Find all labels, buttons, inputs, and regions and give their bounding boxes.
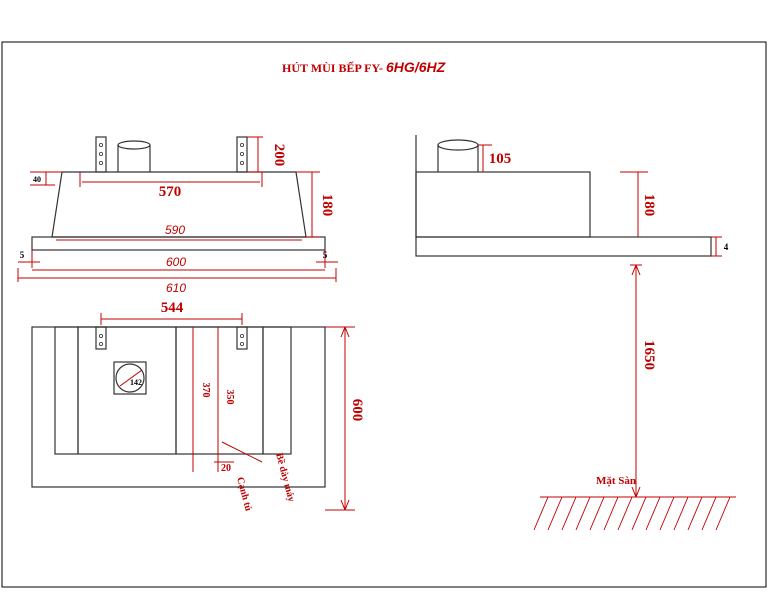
dim-arrow-600-bottom (340, 499, 350, 511)
floor-hatch-line (701, 496, 717, 531)
dim-line-4 (711, 236, 722, 257)
dim-side-180: 180 (641, 194, 657, 217)
bottom-right-bracket (236, 326, 248, 350)
thickness-label: Bề dày máy (273, 452, 297, 503)
bottom-plate (31, 236, 326, 251)
left-bracket-hole (99, 151, 104, 156)
floor-hatch-line (659, 496, 675, 531)
duct-hole-circle (115, 363, 145, 393)
dim-20: 20 (221, 463, 231, 474)
floor-hatch-line (533, 496, 549, 531)
floor-label: Mặt Sàn (596, 475, 636, 487)
dim-line-570 (79, 172, 263, 187)
dim-200: 200 (271, 144, 287, 167)
title-prefix: HÚT MÙI BẾP FY- (282, 60, 383, 75)
side-duct-top (437, 139, 479, 151)
filter-right (262, 326, 292, 455)
duct-hole-square (113, 361, 147, 395)
dim-line-180 (296, 171, 320, 238)
dim-1650: 1650 (641, 340, 657, 370)
dim-40: 40 (33, 175, 41, 184)
dim-arrow-1650-bottom (631, 486, 641, 498)
right-bracket (236, 136, 248, 173)
dim-left-5: 5 (20, 250, 25, 260)
floor-hatch-line (575, 496, 591, 531)
drawing-frame (1, 41, 767, 588)
dim-line-200 (247, 136, 263, 173)
dim-570: 570 (159, 184, 182, 200)
floor-hatch-line (687, 496, 703, 531)
dim-590: 590 (165, 223, 185, 237)
dim-line-105 (478, 144, 492, 172)
dim-105: 105 (489, 151, 512, 167)
dim-line-1650 (630, 264, 642, 497)
dim-4: 4 (724, 242, 729, 252)
floor-hatch-line (589, 496, 605, 531)
bottom-left-bracket-hole (99, 333, 104, 338)
leader-line (221, 441, 263, 463)
dim-line-40 (30, 171, 62, 186)
side-body (415, 171, 591, 238)
bottom-view: 142 544 370 350 20 Cạnh tủ Bề dày máy 60… (31, 300, 365, 513)
dim-line-side-180 (620, 171, 648, 237)
dim-544: 544 (161, 300, 184, 316)
side-bottom-plate (415, 236, 712, 257)
bottom-left-bracket-hole (99, 341, 104, 346)
dim-bottom-600: 600 (349, 399, 365, 422)
drawing-title: HÚT MÙI BẾP FY- 6HG/6HZ (282, 59, 446, 75)
floor-hatch-line (603, 496, 619, 531)
left-bracket-hole (99, 160, 104, 165)
bottom-right-bracket-hole (239, 333, 244, 338)
filter-center (77, 326, 177, 455)
dim-180: 180 (319, 194, 335, 217)
floor-hatch-line (617, 496, 633, 531)
dim-arrow-600-top (340, 326, 350, 338)
dim-line-142 (119, 369, 143, 387)
side-view: 105 180 4 1650 Mặt Sàn (415, 135, 736, 531)
dim-142: 142 (130, 378, 142, 387)
dim-line-bottom-600 (325, 326, 355, 511)
floor-hatch-line (631, 496, 647, 531)
dim-line-5 (18, 250, 338, 268)
front-view: 200 40 570 180 590 5 5 600 610 (17, 136, 338, 295)
edge-label: Cạnh tủ (234, 476, 254, 513)
side-duct (437, 145, 479, 172)
floor-hatch-line (547, 496, 563, 531)
floor-hatch-line (715, 496, 731, 531)
dim-600: 600 (166, 255, 186, 269)
left-bracket (95, 136, 107, 173)
dim-arrow-1650-top (631, 264, 641, 276)
duct-outlet (117, 145, 151, 172)
bottom-right-bracket-hole (239, 341, 244, 346)
right-bracket-hole (239, 142, 244, 147)
floor-hatch-line (561, 496, 577, 531)
left-bracket-hole (99, 142, 104, 147)
title-model: 6HG/6HZ (386, 59, 446, 75)
floor-hatch-line (645, 496, 661, 531)
dim-610: 610 (166, 281, 186, 295)
right-bracket-hole (239, 151, 244, 156)
filter-left (54, 326, 79, 455)
duct-outlet-top (117, 140, 151, 150)
dim-line-544 (100, 313, 243, 325)
floor-hatch (533, 496, 731, 531)
filter-mid (175, 326, 264, 455)
right-bracket-hole (239, 160, 244, 165)
dim-370: 370 (200, 383, 211, 398)
bottom-left-bracket (95, 326, 107, 350)
dim-right-5: 5 (323, 250, 328, 260)
dim-line-610 (17, 268, 337, 282)
floor-hatch-line (673, 496, 689, 531)
dim-350: 350 (224, 390, 235, 405)
